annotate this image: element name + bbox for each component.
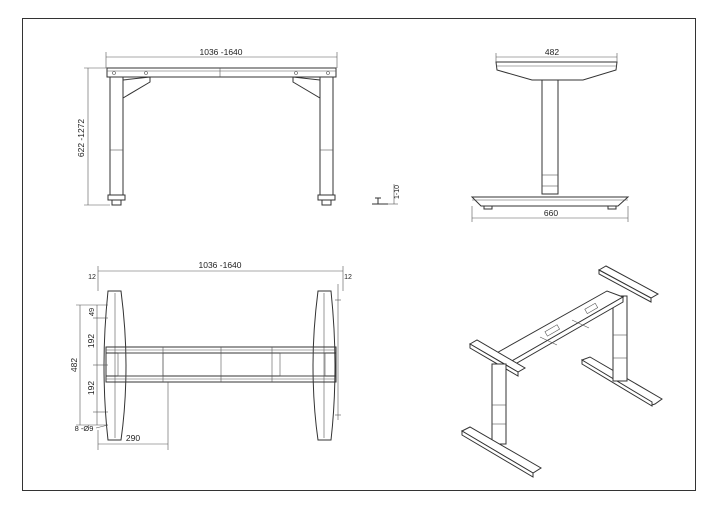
side-base-dimension: 660 bbox=[544, 208, 558, 218]
top-right-edge-dimension: 12 bbox=[344, 274, 352, 281]
iso-rear-column bbox=[612, 295, 628, 382]
top-view: 1036 -1640 12 12 482 49 192 192 8 -Ø9 29… bbox=[69, 260, 352, 450]
front-width-dimension: 1036 -1640 bbox=[199, 47, 242, 57]
iso-front-column bbox=[491, 363, 507, 445]
top-lower-span-dimension: 192 bbox=[86, 381, 96, 395]
front-right-leg bbox=[319, 76, 334, 196]
side-view: 482 660 bbox=[470, 47, 630, 222]
top-upper-span-dimension: 192 bbox=[86, 334, 96, 348]
front-top-bar bbox=[106, 67, 337, 78]
front-view: 1036 -1640 622 -1272 bbox=[76, 47, 338, 206]
top-holes-dimension: 8 -Ø9 bbox=[75, 424, 94, 433]
top-depth-dimension: 482 bbox=[69, 358, 79, 372]
front-height-dimension: 622 -1272 bbox=[76, 119, 86, 158]
side-top-dimension: 482 bbox=[545, 47, 559, 57]
side-top-bracket bbox=[495, 61, 618, 81]
drawing-border bbox=[22, 18, 696, 491]
top-upper-hole-dimension: 49 bbox=[87, 308, 96, 316]
foot-adjust-dimension: 1-10 bbox=[394, 185, 401, 199]
side-column bbox=[541, 79, 559, 195]
top-left-edge-dimension: 12 bbox=[88, 274, 96, 281]
top-width-dimension: 1036 -1640 bbox=[198, 260, 241, 270]
top-foot-dimension: 290 bbox=[126, 433, 140, 443]
side-base-foot bbox=[470, 196, 630, 207]
top-left-foot bbox=[103, 290, 127, 441]
foot-adjust-detail: 1-10 bbox=[372, 184, 401, 205]
front-left-leg bbox=[109, 76, 124, 196]
isometric-view bbox=[460, 265, 663, 478]
